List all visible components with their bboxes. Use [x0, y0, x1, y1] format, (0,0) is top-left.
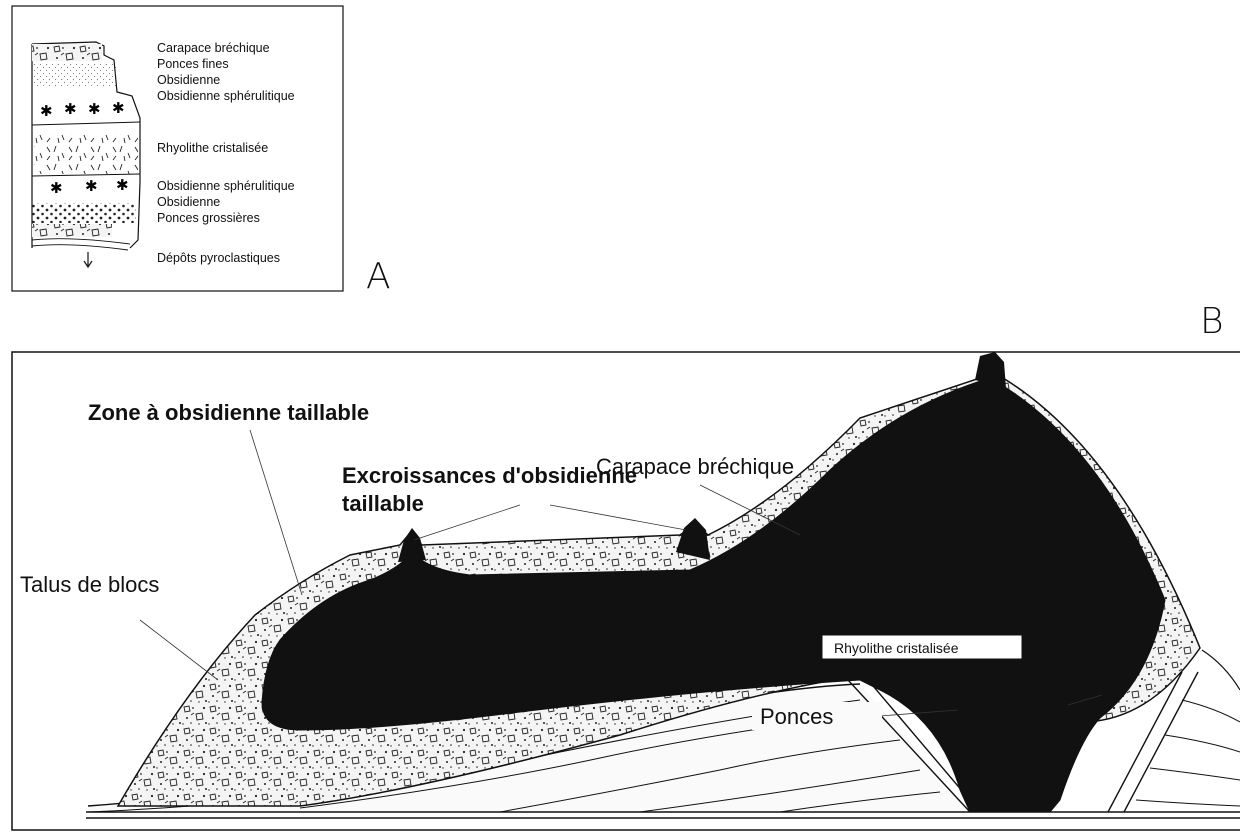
panel-a: ✱ ✱ ✱ ✱ ✱ ✱ ✱ Carapace bréchique Ponces fines…	[12, 6, 391, 297]
label-rhyolithe-cristalisee: Rhyolithe cristalisée	[834, 640, 959, 656]
ponces-label-box: Ponces	[752, 702, 882, 730]
legend-depots-pyroclastiques: Dépôts pyroclastiques	[157, 251, 280, 265]
label-excroissances-line1: Excroissances d'obsidienne	[342, 463, 637, 488]
spherulite-marks-upper: ✱ ✱ ✱ ✱	[40, 99, 125, 120]
legend-obsidienne-spherulitique-upper: Obsidienne sphérulitique	[157, 89, 295, 103]
spherulite-marks-lower: ✱ ✱ ✱	[50, 176, 129, 197]
legend-obsidienne-spherulitique-lower: Obsidienne sphérulitique	[157, 179, 295, 193]
label-ponces: Ponces	[760, 704, 833, 729]
svg-text:✱: ✱	[40, 102, 53, 120]
legend-obsidienne-upper: Obsidienne	[157, 73, 220, 87]
leader-excroissances-left	[414, 505, 520, 540]
legend-obsidienne-lower: Obsidienne	[157, 195, 220, 209]
column-legend: Carapace bréchique Ponces fines Obsidien…	[157, 41, 295, 265]
rhyolithe-label-box: Rhyolithe cristalisée	[822, 635, 1022, 659]
leader-zone	[250, 430, 302, 595]
panel-b: B	[12, 301, 1240, 830]
svg-text:✱: ✱	[50, 179, 63, 197]
svg-text:✱: ✱	[64, 100, 77, 118]
legend-rhyolithe: Rhyolithe cristalisée	[157, 141, 268, 155]
label-excroissances-line2: taillable	[342, 491, 424, 516]
leader-talus	[140, 620, 218, 680]
legend-ponces-grossieres: Ponces grossières	[157, 211, 260, 225]
panel-a-letter: A	[366, 256, 391, 297]
svg-text:✱: ✱	[112, 99, 125, 117]
panel-b-letter: B	[1200, 301, 1224, 342]
label-zone-obsidienne-taillable: Zone à obsidienne taillable	[88, 400, 369, 425]
leader-excroissances-right	[550, 505, 686, 530]
label-talus-de-blocs: Talus de blocs	[20, 572, 159, 597]
stratigraphic-column: ✱ ✱ ✱ ✱ ✱ ✱ ✱	[32, 42, 140, 267]
svg-text:✱: ✱	[88, 100, 101, 118]
svg-text:✱: ✱	[85, 177, 98, 195]
legend-ponces-fines: Ponces fines	[157, 57, 229, 71]
svg-text:✱: ✱	[116, 176, 129, 194]
legend-carapace-breche: Carapace bréchique	[157, 41, 270, 55]
